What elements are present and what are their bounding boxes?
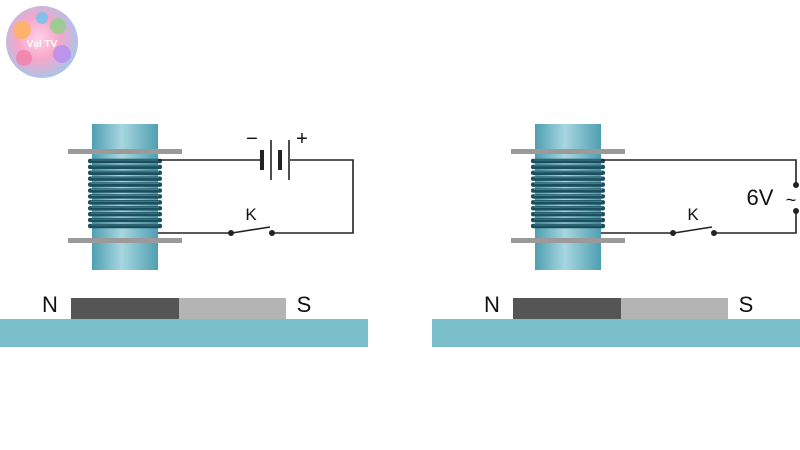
magnet-north-right: [513, 298, 621, 319]
coil-turn: [88, 182, 162, 187]
wire-left: [158, 159, 354, 234]
ac-symbol: ~: [786, 190, 797, 210]
switch-right: [670, 226, 717, 236]
table-right: [432, 319, 800, 347]
table-left: [0, 319, 368, 347]
coil-turn: [531, 211, 605, 217]
logo-text: VạI TV: [27, 39, 58, 50]
plate-top-left: [68, 149, 182, 154]
logo: VạI TV: [6, 6, 78, 78]
coil-left: [88, 158, 162, 229]
coil-turn: [88, 164, 162, 170]
coil-turn: [88, 200, 162, 205]
coil-turn: [531, 206, 605, 211]
ac-source: [793, 182, 799, 214]
plate-bottom-left: [68, 238, 182, 243]
coil-turn: [88, 194, 162, 199]
label-south-right: S: [739, 292, 754, 317]
wire-right: [601, 159, 797, 234]
label-north-left: N: [42, 292, 58, 317]
magnet-north-left: [71, 298, 179, 319]
battery-minus: −: [246, 128, 258, 150]
plate-top-right: [511, 149, 625, 154]
coil-turn: [88, 211, 162, 217]
coil-turn: [531, 200, 605, 205]
battery: [260, 140, 290, 180]
coil-turn: [88, 176, 162, 181]
coil-turn: [88, 188, 162, 193]
coil-turn: [531, 194, 605, 199]
label-south-left: S: [297, 292, 312, 317]
coil-turn: [88, 206, 162, 211]
coil-turn: [531, 182, 605, 187]
label-north-right: N: [484, 292, 500, 317]
coil-turn: [88, 223, 162, 229]
coil-turn: [88, 170, 162, 176]
coil-turn: [531, 223, 605, 229]
coil-turn: [531, 217, 605, 223]
left-circuit: N S − + K: [0, 124, 368, 347]
switch-left: [228, 226, 275, 236]
magnet-south-right: [621, 298, 728, 319]
right-circuit: N S 6V ~ K: [432, 124, 800, 347]
plate-bottom-right: [511, 238, 625, 243]
switch-label-left: K: [245, 205, 257, 224]
coil-turn: [531, 170, 605, 176]
coil-turn: [88, 158, 162, 164]
coil-turn: [531, 188, 605, 193]
coil-right: [531, 158, 605, 229]
magnet-south-left: [179, 298, 286, 319]
switch-label-right: K: [687, 205, 699, 224]
source-voltage-label: 6V: [747, 185, 774, 210]
battery-plus: +: [296, 128, 308, 150]
coil-turn: [531, 158, 605, 164]
coil-turn: [531, 164, 605, 170]
coil-turn: [88, 217, 162, 223]
coil-turn: [531, 176, 605, 181]
